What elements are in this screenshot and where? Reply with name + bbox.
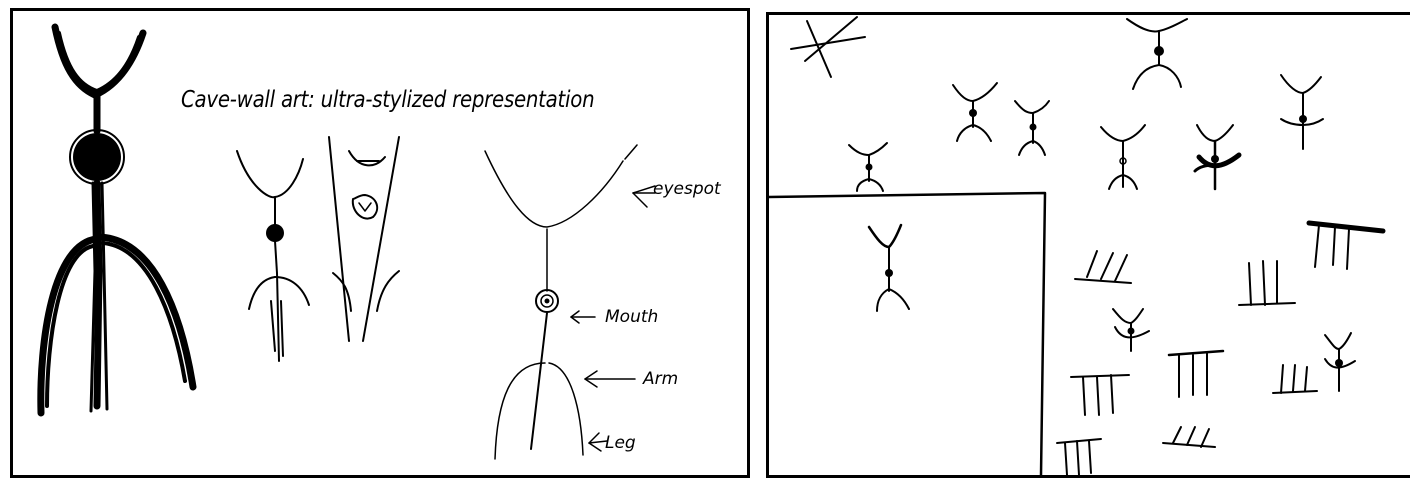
tally-mark: [1071, 375, 1129, 415]
left-panel: Cave-wall art: ultra-stylized representa…: [10, 8, 750, 478]
figure-top-center: [1127, 19, 1187, 89]
large-stylized-figure: [41, 27, 193, 413]
small-stylized-figure: [237, 151, 309, 361]
figure: [1325, 333, 1355, 391]
figure: [1015, 101, 1049, 155]
figure: [849, 143, 887, 191]
figure: [953, 83, 997, 141]
star-symbol: [791, 17, 865, 77]
tally-mark: [1163, 427, 1215, 447]
left-drawings: [13, 11, 753, 481]
right-drawings: [769, 15, 1410, 481]
figure: [1101, 125, 1145, 189]
tally-mark: [1057, 439, 1101, 475]
wall-outline: [769, 193, 1045, 475]
right-panel: [766, 12, 1410, 478]
tally-mark: [1239, 261, 1295, 305]
face-sketch: [329, 137, 399, 341]
mouth-label: Mouth: [605, 307, 658, 327]
leg-label: Leg: [605, 433, 636, 453]
eyespot-label: eyespot: [653, 179, 721, 199]
figure: [1113, 309, 1149, 351]
arm-label: Arm: [643, 369, 678, 389]
figure: [869, 225, 909, 311]
tally-mark: [1075, 251, 1131, 283]
tally-mark: [1169, 351, 1223, 397]
figure: [1195, 125, 1239, 189]
labeled-figure: [485, 145, 655, 459]
figure: [1281, 75, 1323, 149]
tally-mark: [1309, 223, 1383, 269]
tally-mark: [1273, 365, 1317, 393]
